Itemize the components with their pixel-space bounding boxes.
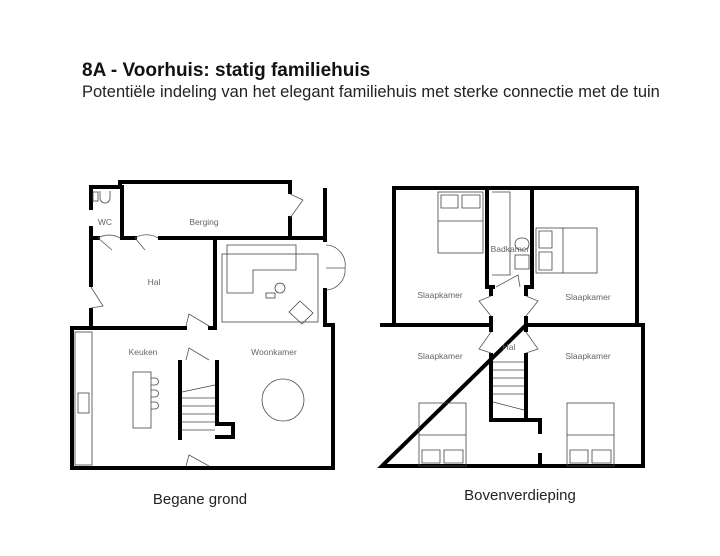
ground-floor-furniture (74, 191, 319, 466)
room-label-slaapkamer-se: Slaapkamer (565, 351, 611, 361)
ground-floor-doors (90, 193, 346, 467)
toilet-icon (99, 191, 111, 204)
sink-icon (514, 254, 530, 270)
bed-icon (418, 402, 467, 467)
staircase (181, 384, 216, 431)
bar-stools (151, 377, 159, 410)
ground-floor-walls (70, 180, 335, 470)
kitchen-sink-icon (77, 392, 90, 414)
book (265, 292, 276, 299)
rug (221, 253, 319, 323)
upper-floor-doors (478, 274, 539, 354)
dining-table (261, 378, 305, 422)
upper-floor-plan: Badkamer Slaapkamer Slaapkamer Hal Slaap… (377, 186, 645, 504)
room-label-wc: WC (98, 217, 112, 227)
room-label-slaapkamer-nw: Slaapkamer (417, 290, 463, 300)
pillows (538, 228, 564, 273)
room-label-berging: Berging (189, 217, 219, 227)
toilet-icon (514, 237, 530, 251)
upper-floor-walls (377, 186, 645, 468)
sofa-icon (226, 244, 297, 294)
sink-icon (92, 191, 99, 202)
upper-floor-caption: Bovenverdieping (464, 487, 576, 504)
ground-floor-plan: WC Berging Hal Keuken Woonkamer Begane g… (70, 180, 346, 508)
bed-icon (535, 227, 598, 274)
armchair-icon (288, 300, 314, 325)
room-label-slaapkamer-ne: Slaapkamer (565, 292, 611, 302)
kitchen-island (132, 371, 152, 429)
room-label-hal: Hal (148, 277, 161, 287)
ground-floor-caption: Begane grond (153, 491, 247, 508)
pillows (419, 434, 466, 464)
bed-icon (566, 402, 615, 467)
pillows (567, 434, 614, 464)
room-label-woonkamer: Woonkamer (251, 347, 297, 357)
bed-icon (437, 191, 484, 254)
side-table (274, 282, 286, 294)
kitchen-counter (74, 331, 93, 466)
upper-floor-furniture (418, 191, 615, 467)
page-subtitle: Potentiële indeling van het elegant fami… (82, 83, 660, 101)
room-label-hal: Hal (503, 342, 516, 352)
staircase (492, 361, 525, 411)
room-label-slaapkamer-sw: Slaapkamer (417, 351, 463, 361)
page-title: 8A - Voorhuis: statig familiehuis (82, 60, 371, 81)
room-label-badkamer: Badkamer (491, 244, 530, 254)
shower (492, 191, 511, 276)
pillows (438, 194, 483, 222)
room-label-keuken: Keuken (129, 347, 158, 357)
